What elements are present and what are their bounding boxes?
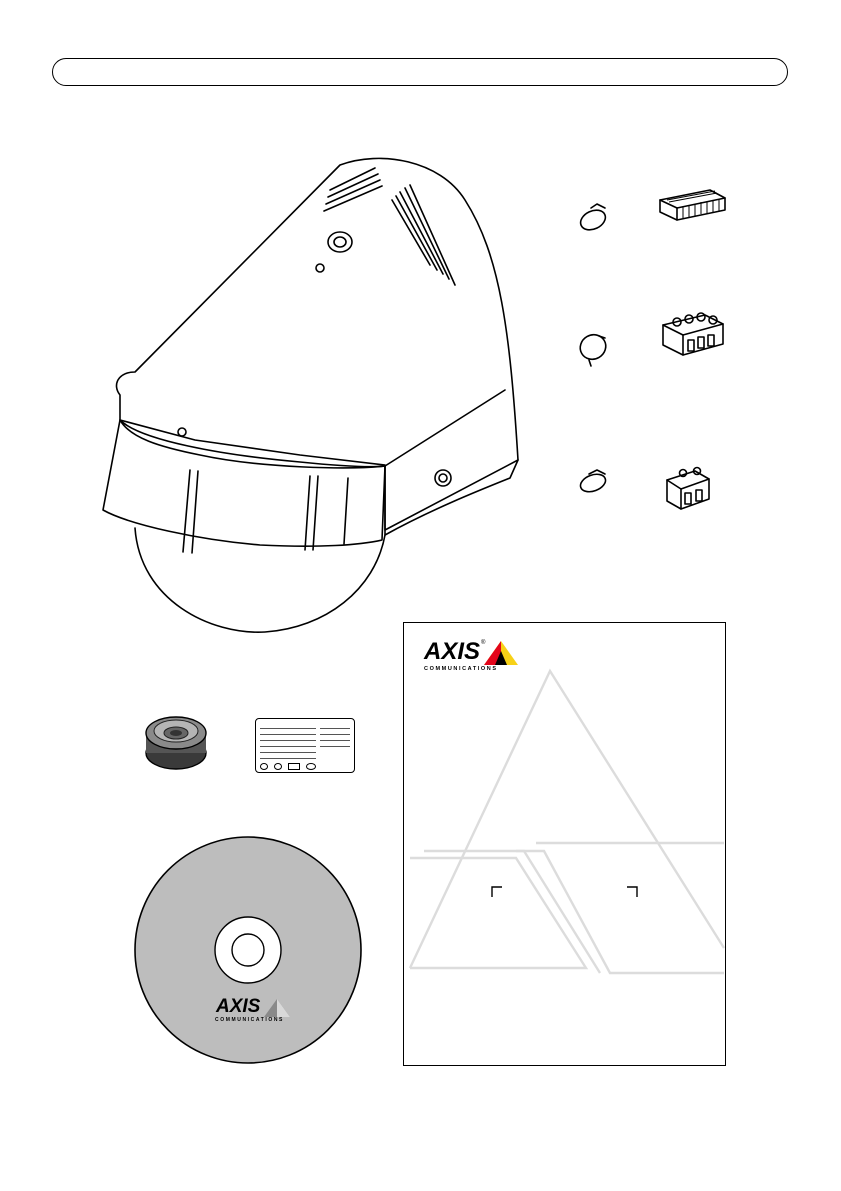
label-sticker-icon [255, 718, 355, 773]
connector-icon [655, 180, 730, 520]
guide-logo-tagline: COMMUNICATIONS [424, 666, 498, 672]
installation-guide: AXIS ® COMMUNICATIONS [403, 622, 726, 1066]
axis-triangle-icon [484, 641, 518, 665]
plug-icon [575, 200, 615, 500]
guide-watermark-icon [404, 623, 726, 1066]
dome-camera-icon [95, 155, 535, 645]
cd-logo: AXIS COMMUNICATIONS [212, 997, 292, 1027]
header-bar [52, 58, 788, 86]
guide-logo-wordmark: AXIS [424, 640, 480, 664]
cd-logo-triangle-icon [264, 999, 290, 1017]
cd-icon [133, 835, 363, 1065]
cd-logo-wordmark: AXIS [216, 997, 260, 1016]
guide-logo: AXIS ® COMMUNICATIONS [422, 640, 522, 672]
cable-gasket-icon [138, 705, 218, 775]
cd-logo-tagline: COMMUNICATIONS [215, 1018, 284, 1023]
